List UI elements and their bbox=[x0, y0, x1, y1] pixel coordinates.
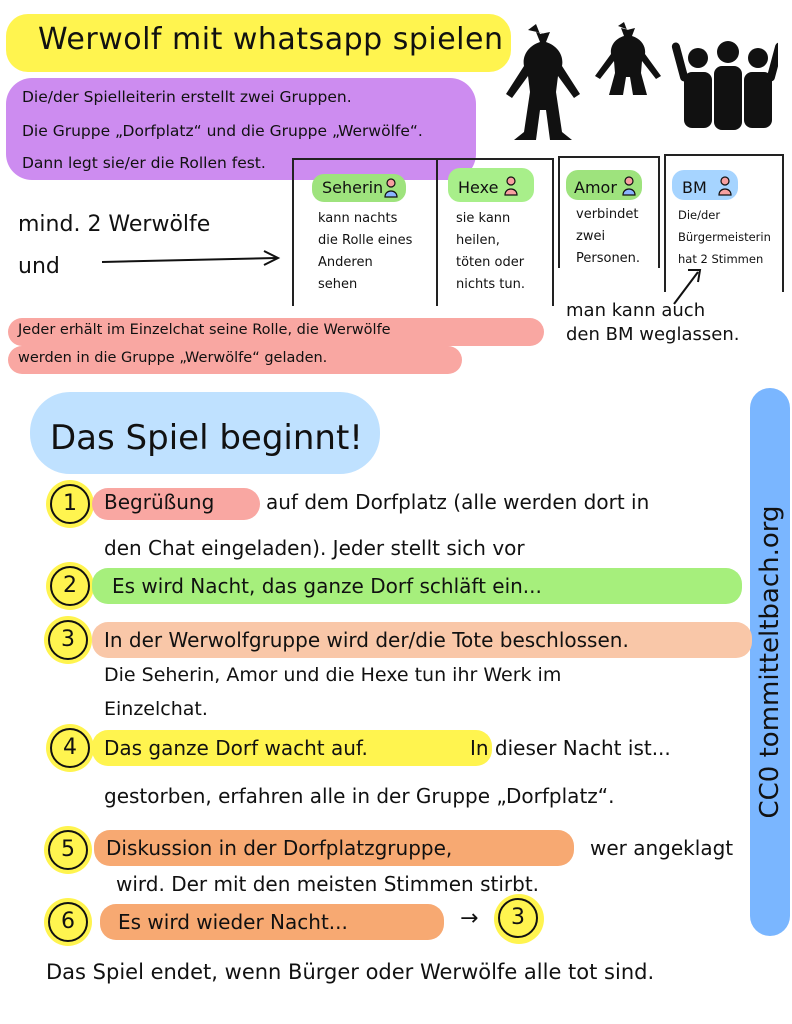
person-icon bbox=[384, 178, 398, 198]
person-icon bbox=[718, 176, 732, 196]
step-number-6: 6 bbox=[48, 902, 88, 942]
step-highlight bbox=[92, 622, 752, 658]
red-note-line-2: werden in die Gruppe „Werwölfe“ geladen. bbox=[18, 350, 328, 366]
red-note-line-1: Jeder erhält im Einzelchat seine Rolle, … bbox=[18, 322, 391, 338]
arrow-right-icon: → bbox=[460, 906, 479, 931]
role-title-bm: BM bbox=[682, 178, 707, 197]
werewolf-icon bbox=[595, 22, 661, 95]
step-1-highlight-text: Begrüßung bbox=[104, 490, 215, 514]
step-4-text-line-2: gestorben, erfahren alle in der Gruppe „… bbox=[104, 784, 615, 808]
werewolves-illustration bbox=[506, 22, 778, 140]
role-card-bm bbox=[664, 154, 784, 292]
role-title-hexe: Hexe bbox=[458, 178, 499, 197]
step-highlight bbox=[92, 488, 260, 520]
step-number-1: 1 bbox=[50, 484, 90, 524]
bm-note-line-2: den BM weglassen. bbox=[566, 324, 740, 345]
arrow-up-icon bbox=[673, 269, 702, 305]
person-icon bbox=[622, 176, 636, 196]
step-highlight bbox=[100, 904, 444, 940]
role-title-seherin: Seherin bbox=[322, 178, 384, 197]
werewolf-icon bbox=[506, 24, 580, 140]
step-4-highlight-text: Das ganze Dorf wacht auf. bbox=[104, 736, 368, 760]
step-number-2: 2 bbox=[50, 566, 90, 606]
step-6-highlight-text: Es wird wieder Nacht... bbox=[118, 910, 348, 934]
intro-highlight bbox=[6, 78, 476, 180]
step-2-highlight-text: Es wird Nacht, das ganze Dorf schläft ei… bbox=[112, 574, 542, 598]
game-title-highlight bbox=[30, 392, 380, 474]
bm-note-line-1: man kann auch bbox=[566, 300, 706, 321]
role-card-amor bbox=[558, 156, 660, 268]
arrow-right-icon bbox=[101, 250, 281, 266]
step-5-highlight-text: Diskussion in der Dorfplatzgruppe, bbox=[106, 836, 453, 860]
step-highlight bbox=[92, 568, 742, 604]
step-5-text: wer angeklagt bbox=[590, 836, 734, 860]
step-number-3: 3 bbox=[48, 620, 88, 660]
page-title: Werwolf mit whatsapp spielen bbox=[38, 22, 504, 57]
person-icon bbox=[504, 176, 518, 196]
step-1-text-line-2: den Chat eingeladen). Jeder stellt sich … bbox=[104, 536, 525, 560]
step-5-text-line-2: wird. Der mit den meisten Stimmen stirbt… bbox=[116, 872, 540, 896]
side-credit-highlight bbox=[750, 388, 790, 936]
role-title-highlight bbox=[448, 168, 534, 202]
group-icon bbox=[671, 41, 778, 130]
step-number-5: 5 bbox=[48, 830, 88, 870]
step-number-4: 4 bbox=[50, 728, 90, 768]
step-3-text-line-3: Einzelchat. bbox=[104, 698, 208, 720]
min-werewolves-note: mind. 2 Werwölfe bbox=[18, 212, 211, 237]
goto-step-number: 3 bbox=[498, 898, 538, 938]
and-note: und bbox=[18, 254, 60, 279]
title-highlight bbox=[6, 14, 511, 72]
step-3-text-line-2: Die Seherin, Amor und die Hexe tun ihr W… bbox=[104, 664, 562, 686]
step-3-highlight-text: In der Werwolfgruppe wird der/die Tote b… bbox=[104, 628, 629, 652]
side-credit: CC0 tommitteltbach.org bbox=[755, 505, 785, 819]
step-highlight bbox=[94, 830, 574, 866]
intro-line-2: Die Gruppe „Dorfplatz“ und die Gruppe „W… bbox=[22, 122, 423, 140]
game-title: Das Spiel beginnt! bbox=[50, 418, 363, 458]
red-highlight bbox=[8, 318, 544, 346]
game-ending-text: Das Spiel endet, wenn Bürger oder Werwöl… bbox=[46, 960, 655, 984]
step-1-text: auf dem Dorfplatz (alle werden dort in bbox=[266, 490, 650, 514]
red-highlight bbox=[8, 346, 462, 374]
intro-line-3: Dann legt sie/er die Rollen fest. bbox=[22, 154, 266, 172]
step-highlight bbox=[92, 730, 492, 766]
intro-line-1: Die/der Spielleiterin erstellt zwei Grup… bbox=[22, 88, 352, 106]
role-title-amor: Amor bbox=[574, 178, 617, 197]
step-4-text: In dieser Nacht ist... bbox=[470, 736, 671, 760]
role-card-hexe bbox=[436, 158, 554, 306]
